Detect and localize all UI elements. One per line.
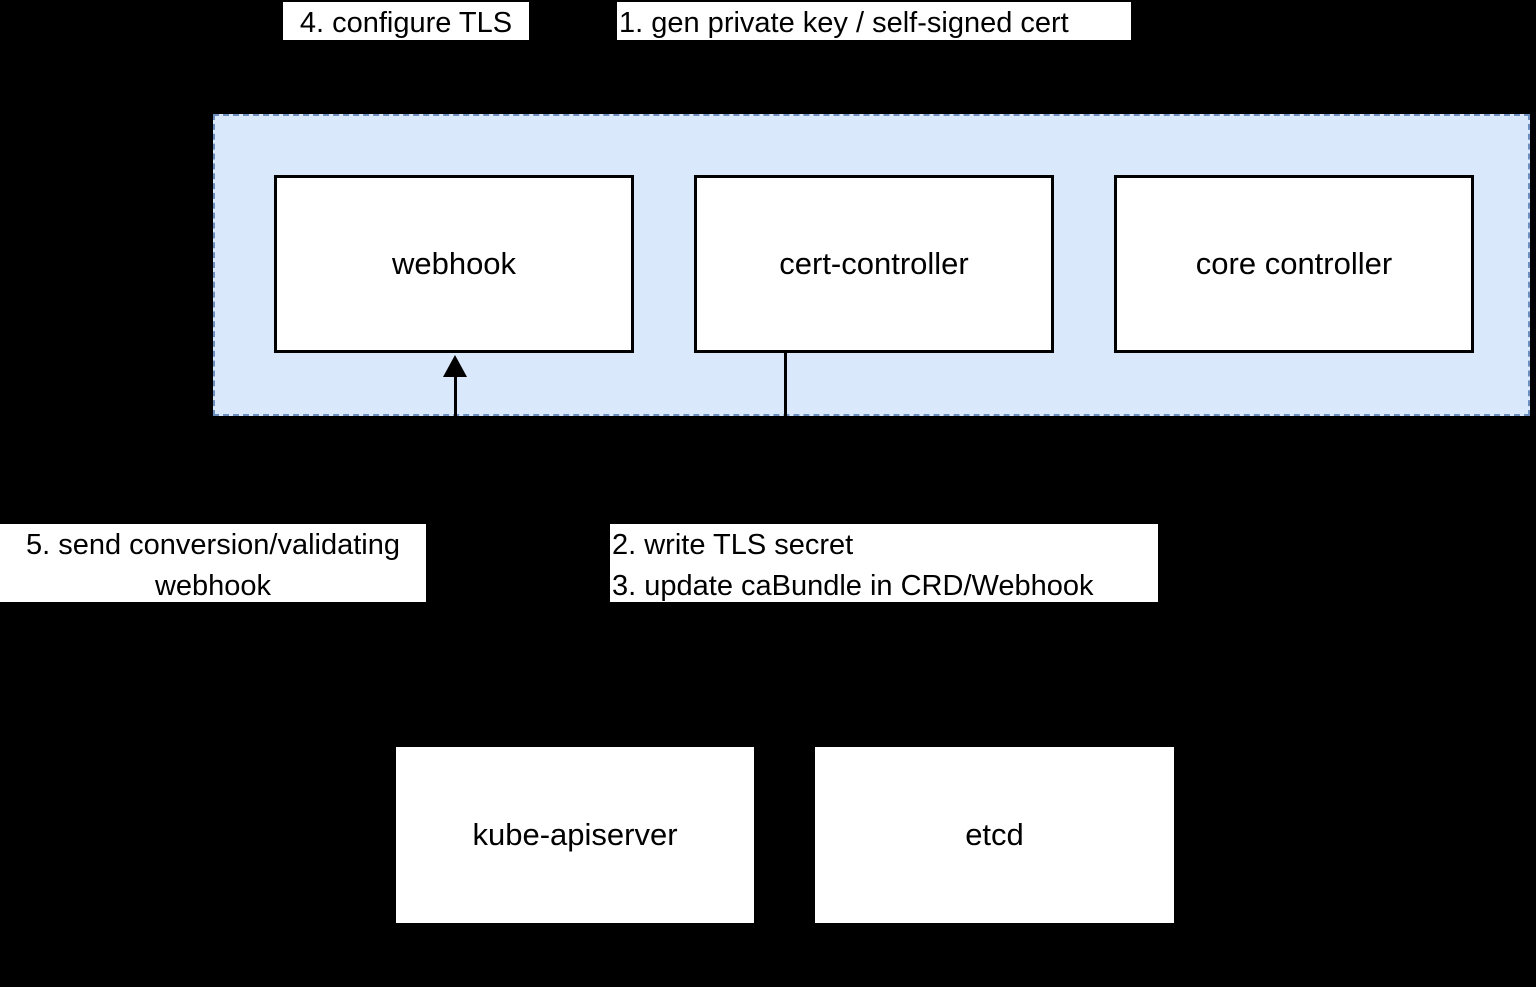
- edge-label-step-2-3: 2. write TLS secret 3. update caBundle i…: [610, 524, 1158, 602]
- node-cert-controller-label: cert-controller: [779, 245, 969, 281]
- edge-label-step-4: 4. configure TLS: [283, 2, 529, 40]
- edge-label-step-5: 5. send conversion/validating webhook: [0, 524, 426, 602]
- node-cert-controller[interactable]: cert-controller: [694, 175, 1054, 353]
- node-core-controller[interactable]: core controller: [1114, 175, 1474, 353]
- node-webhook[interactable]: webhook: [274, 175, 634, 353]
- node-kube-apiserver[interactable]: kube-apiserver: [396, 747, 754, 923]
- connector-write-secret-line: [784, 353, 787, 534]
- connector-send-webhook-arrow-shaft: [454, 374, 457, 534]
- connector-gen-key-line: [784, 40, 787, 177]
- node-core-controller-label: core controller: [1195, 245, 1393, 281]
- connector-configure-tls-arrow-shaft: [454, 40, 457, 158]
- node-kube-apiserver-label: kube-apiserver: [472, 816, 678, 852]
- node-etcd-label: etcd: [965, 816, 1024, 852]
- connector-configure-tls-line: [364, 40, 367, 177]
- edge-label-step-1: 1. gen private key / self-signed cert: [617, 2, 1131, 40]
- connector-send-webhook-arrow-head: [443, 355, 467, 377]
- node-webhook-label: webhook: [391, 245, 517, 281]
- connector-gen-key-arrow-shaft: [964, 40, 967, 158]
- node-etcd[interactable]: etcd: [815, 747, 1174, 923]
